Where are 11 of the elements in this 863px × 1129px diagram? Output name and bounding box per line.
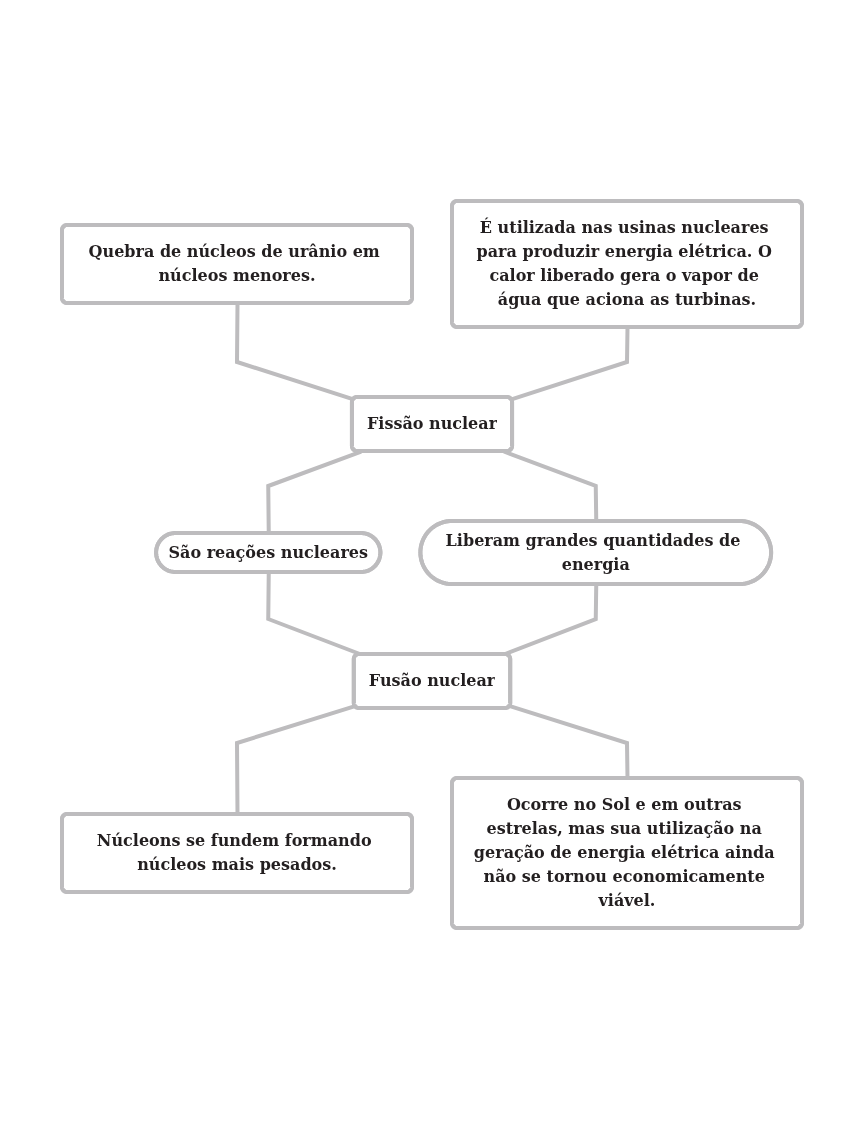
node-text: Quebra de núcleos de urânio em núcleos menores. bbox=[88, 242, 380, 285]
connector bbox=[508, 704, 629, 779]
node-text: Núcleons se fundem formando núcleos mais pesados. bbox=[96, 831, 372, 874]
connector bbox=[265, 449, 362, 534]
connector bbox=[265, 572, 362, 657]
connector bbox=[234, 303, 354, 402]
node-text: É utilizada nas usinas nucleares para produzir energia elétrica. O calor liberado gera o vapor de água que aciona as turbinas. bbox=[476, 218, 772, 309]
connector bbox=[510, 327, 629, 402]
node-text: Ocorre no Sol e em outras estrelas, mas sua utilização na geração de energia elétrica ainda não se tornou economicamente viável. bbox=[473, 795, 775, 910]
connector bbox=[234, 704, 356, 815]
connector bbox=[502, 449, 598, 522]
